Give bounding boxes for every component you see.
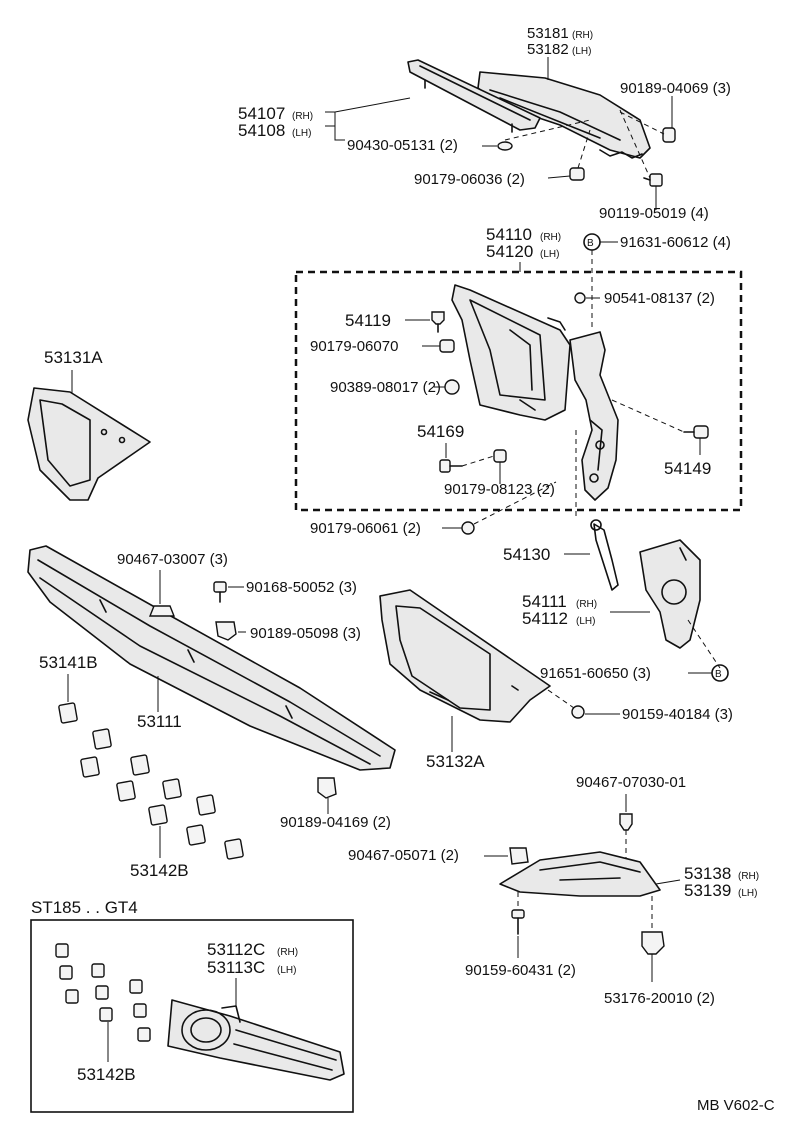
nut-90179-08123[interactable] bbox=[493, 449, 507, 463]
gt4-variant-box bbox=[30, 919, 354, 1113]
label-90467-03007: 90467-03007 (3) bbox=[117, 551, 228, 568]
clip-90189-04069[interactable] bbox=[662, 127, 676, 143]
clip-90467-05071[interactable] bbox=[509, 847, 529, 865]
label-53138: 53138 bbox=[684, 864, 731, 883]
ref-b-marker-top: B bbox=[583, 233, 601, 251]
label-54112-suffix: (LH) bbox=[576, 616, 595, 627]
label-53181: 53181 bbox=[527, 25, 569, 42]
bolt-54169[interactable] bbox=[439, 459, 463, 473]
diagram-code: MB V602-C bbox=[697, 1097, 775, 1114]
label-53131A: 53131A bbox=[44, 348, 103, 367]
label-54108-suffix: (LH) bbox=[292, 128, 311, 139]
label-54107-suffix: (RH) bbox=[292, 111, 313, 122]
svg-text:B: B bbox=[587, 238, 594, 249]
clip-90189-04169[interactable] bbox=[317, 777, 337, 799]
label-90168-50052: 90168-50052 (3) bbox=[246, 579, 357, 596]
label-54130: 54130 bbox=[503, 545, 550, 564]
washer-90430-05131[interactable] bbox=[497, 141, 513, 151]
clip-90467-03007[interactable] bbox=[148, 605, 176, 617]
bolt-54149[interactable] bbox=[683, 425, 709, 439]
nut-90179-06036[interactable] bbox=[569, 167, 585, 181]
radiator-grille-53111[interactable] bbox=[27, 545, 396, 771]
label-53181-suffix: (RH) bbox=[572, 30, 593, 41]
label-90467-05071: 90467-05071 (2) bbox=[348, 847, 459, 864]
label-53138-suffix: (RH) bbox=[738, 871, 759, 882]
label-90389-08017: 90389-08017 (2) bbox=[330, 379, 441, 396]
clip-53176-20010[interactable] bbox=[641, 931, 665, 955]
ref-b-marker-bottom: B bbox=[711, 664, 729, 682]
label-90179-08123: 90179-08123 (2) bbox=[444, 481, 555, 498]
label-90467-07030-01: 90467-07030-01 bbox=[576, 774, 686, 791]
seal-53138[interactable] bbox=[499, 851, 661, 897]
label-90189-04169: 90189-04169 (2) bbox=[280, 814, 391, 831]
label-91631-60612: 91631-60612 (4) bbox=[620, 234, 731, 251]
screw-90159-60431[interactable] bbox=[511, 909, 525, 935]
adjuster-rod-54130[interactable] bbox=[590, 519, 619, 591]
clips-53142B-gt4[interactable] bbox=[55, 943, 151, 1042]
label-53113C: 53113C bbox=[207, 958, 265, 977]
label-53142B-gt4: 53142B bbox=[77, 1065, 136, 1084]
label-90179-06061: 90179-06061 (2) bbox=[310, 520, 421, 537]
headlamp-bracket-54149[interactable] bbox=[569, 331, 619, 501]
label-53112C: 53112C bbox=[207, 940, 265, 959]
clip-90467-07030-01[interactable] bbox=[619, 813, 633, 831]
nut-90389-08017[interactable] bbox=[444, 379, 460, 395]
label-53132A: 53132A bbox=[426, 752, 485, 771]
nut-90179-06061[interactable] bbox=[461, 521, 475, 535]
label-st185-gt4: ST185 . . GT4 bbox=[31, 898, 138, 917]
label-54110-suffix: (RH) bbox=[540, 232, 561, 243]
bolt-90119-05019[interactable] bbox=[643, 173, 663, 187]
svg-text:B: B bbox=[715, 669, 722, 680]
washer-90541-08137[interactable] bbox=[574, 292, 586, 304]
label-53141B: 53141B bbox=[39, 653, 98, 672]
headlamp-cover-53131A[interactable] bbox=[27, 387, 151, 501]
label-90159-60431: 90159-60431 (2) bbox=[465, 962, 576, 979]
label-54110: 54110 bbox=[486, 225, 532, 244]
screw-90168-50052[interactable] bbox=[213, 581, 227, 603]
support-bar-54107[interactable] bbox=[407, 59, 541, 133]
headlamp-cover-53132A[interactable] bbox=[379, 589, 551, 723]
clips-53142B-left[interactable] bbox=[58, 702, 244, 860]
nut-90179-06070[interactable] bbox=[439, 339, 455, 353]
screw-54119[interactable] bbox=[431, 311, 445, 333]
label-90179-06036: 90179-06036 (2) bbox=[414, 171, 525, 188]
label-53182-suffix: (LH) bbox=[572, 46, 591, 57]
headlamp-housing-54110[interactable] bbox=[451, 284, 571, 421]
label-90189-04069: 90189-04069 (3) bbox=[620, 80, 731, 97]
label-53182: 53182 bbox=[527, 41, 569, 58]
label-54169: 54169 bbox=[417, 422, 464, 441]
label-90179-06070: 90179-06070 bbox=[310, 338, 398, 355]
label-54108: 54108 bbox=[238, 121, 285, 140]
label-90159-40184: 90159-40184 (3) bbox=[622, 706, 733, 723]
label-53176-20010: 53176-20010 (2) bbox=[604, 990, 715, 1007]
label-53142B-left: 53142B bbox=[130, 861, 189, 880]
label-91651-60650: 91651-60650 (3) bbox=[540, 665, 651, 682]
label-53112C-suffix: (RH) bbox=[277, 947, 298, 958]
label-53139-suffix: (LH) bbox=[738, 888, 757, 899]
label-90119-05019: 90119-05019 (4) bbox=[599, 205, 709, 222]
bracket-54111[interactable] bbox=[639, 539, 701, 649]
label-53111: 53111 bbox=[137, 712, 182, 731]
label-54120: 54120 bbox=[486, 242, 533, 261]
label-54112: 54112 bbox=[522, 609, 568, 628]
label-54111: 54111 bbox=[522, 592, 567, 611]
label-90189-05098: 90189-05098 (3) bbox=[250, 625, 361, 642]
headlamp-group-box bbox=[294, 270, 743, 512]
label-90430-05131: 90430-05131 (2) bbox=[347, 137, 458, 154]
label-54149: 54149 bbox=[664, 459, 711, 478]
label-90541-08137: 90541-08137 (2) bbox=[604, 290, 715, 307]
label-54120-suffix: (LH) bbox=[540, 249, 559, 260]
label-53139: 53139 bbox=[684, 881, 731, 900]
label-53113C-suffix: (LH) bbox=[277, 965, 296, 976]
nut-90159-40184[interactable] bbox=[571, 705, 585, 719]
label-54111-suffix: (RH) bbox=[576, 599, 597, 610]
label-54119: 54119 bbox=[345, 311, 391, 330]
label-54107: 54107 bbox=[238, 104, 285, 123]
fog-grille-53112C[interactable] bbox=[167, 999, 345, 1081]
clip-90189-05098[interactable] bbox=[215, 621, 237, 641]
